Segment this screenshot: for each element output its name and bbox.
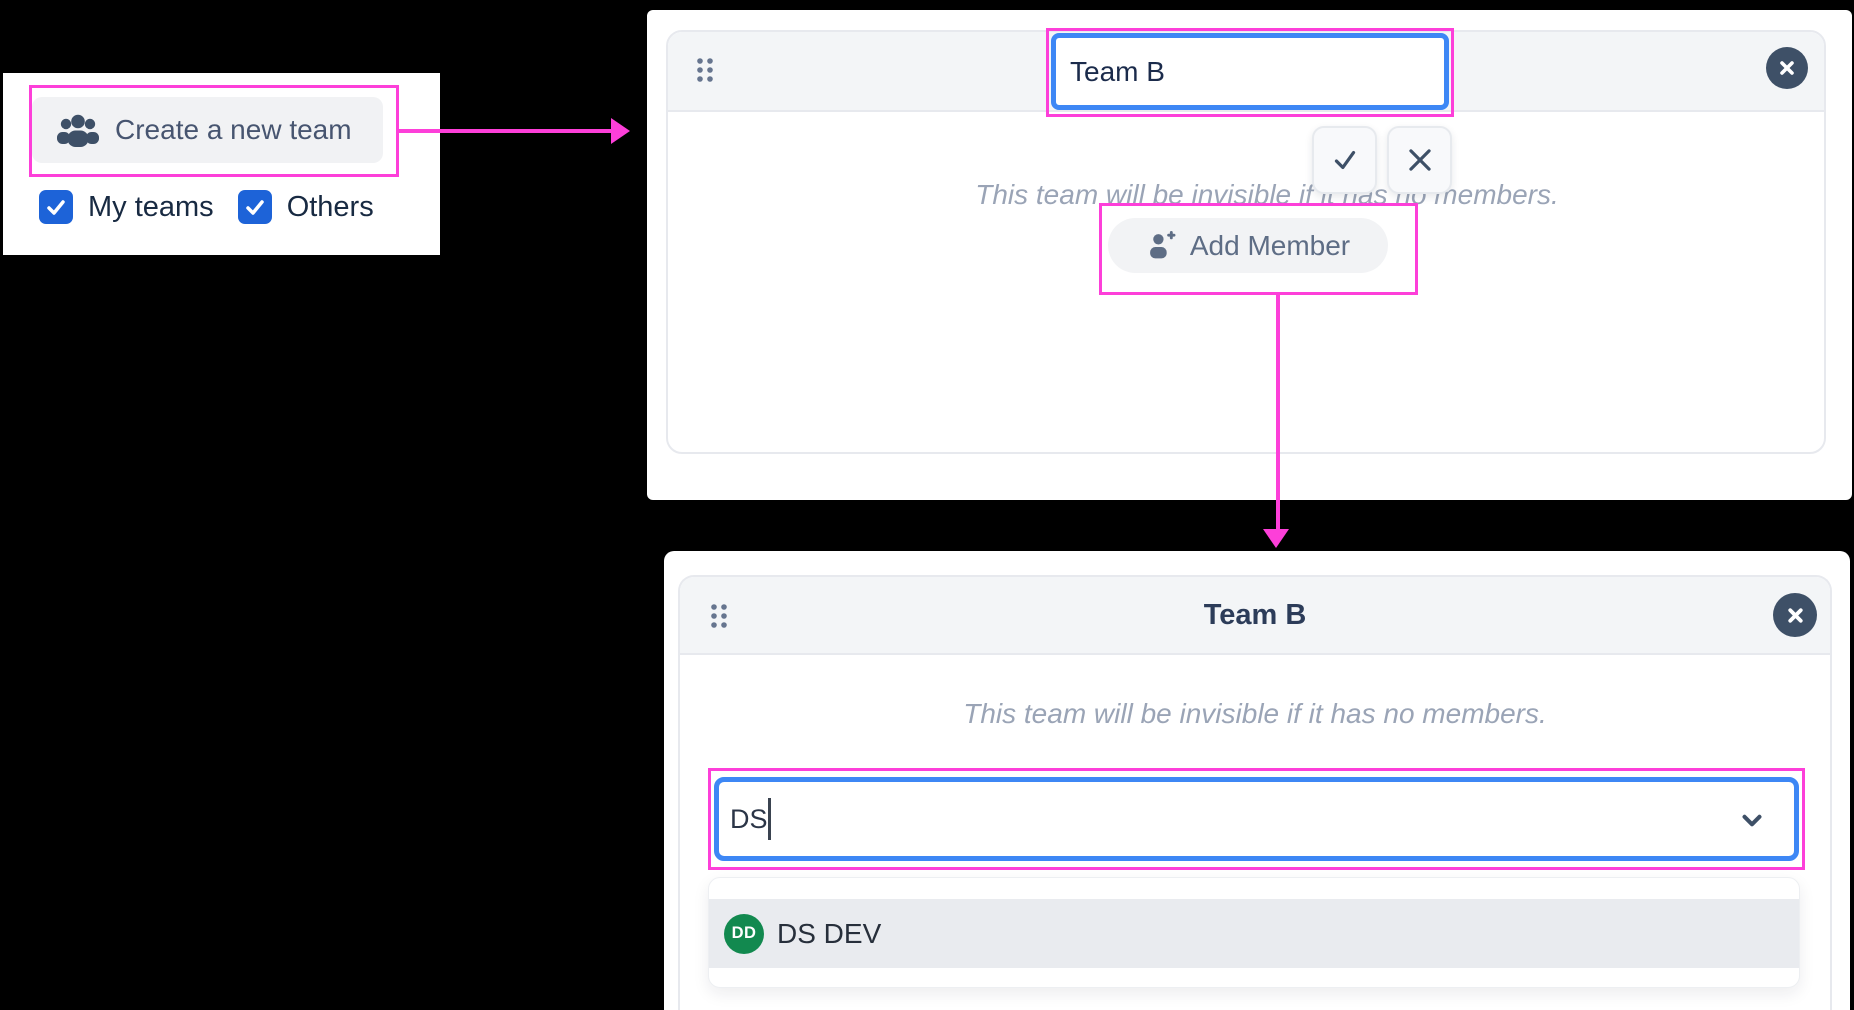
team-name-input[interactable] [1051,33,1449,110]
team-filters-row: My teams Others [39,190,374,224]
my-teams-label: My teams [88,190,214,223]
confirm-name-button[interactable] [1312,126,1377,194]
create-team-label: Create a new team [115,114,352,145]
others-checkbox[interactable] [237,190,272,224]
user-plus-icon [1149,231,1176,259]
close-team-card-button[interactable] [1766,47,1808,89]
team-card-header: Team B [680,577,1830,655]
close-team-card-button[interactable] [1773,593,1817,637]
flow-arrow-right-head [611,118,630,144]
check-icon [1334,150,1355,170]
member-picker-panel: Team B This team will be invisible if it… [664,551,1850,1010]
create-team-button[interactable]: Create a new team [32,97,383,163]
empty-team-hint: This team will be invisible if it has no… [963,698,1547,729]
highlight-team-name-input [1046,28,1454,117]
drag-handle-icon [697,58,713,82]
checkbox-check-icon [47,200,65,215]
highlight-create-team [29,85,399,177]
add-member-label: Add Member [1189,229,1351,261]
close-icon [1787,607,1803,623]
highlight-member-search [708,768,1805,870]
text-caret [768,798,771,840]
member-option[interactable]: DD DS DEV [709,899,1799,968]
x-icon [1408,149,1431,171]
close-icon [1780,61,1794,75]
flow-arrow-down-line [1276,295,1280,529]
teams-list-panel: Create a new team My teams Others [3,73,440,255]
member-name: DS DEV [777,917,882,949]
flow-arrow-right-line [399,129,612,133]
member-search-input[interactable] [719,782,1794,856]
highlight-add-member: Add Member [1099,203,1418,295]
member-search-combobox [714,777,1799,861]
team-title: Team B [1203,598,1307,631]
users-icon [57,114,99,147]
others-label: Others [286,190,374,223]
member-avatar: DD [724,913,764,954]
team-edit-panel: This team will be invisible if it has no… [647,10,1852,500]
flow-arrow-down-head [1263,529,1289,548]
member-search-dropdown: DD DS DEV [708,877,1800,988]
my-teams-checkbox[interactable] [39,190,73,224]
drag-handle[interactable] [709,602,729,635]
drag-handle-icon [711,604,727,628]
cancel-name-button[interactable] [1387,126,1452,194]
chevron-down-icon[interactable] [1736,804,1768,836]
drag-handle[interactable] [695,56,715,89]
checkbox-check-icon [245,200,264,215]
add-member-button[interactable]: Add Member [1108,218,1388,273]
